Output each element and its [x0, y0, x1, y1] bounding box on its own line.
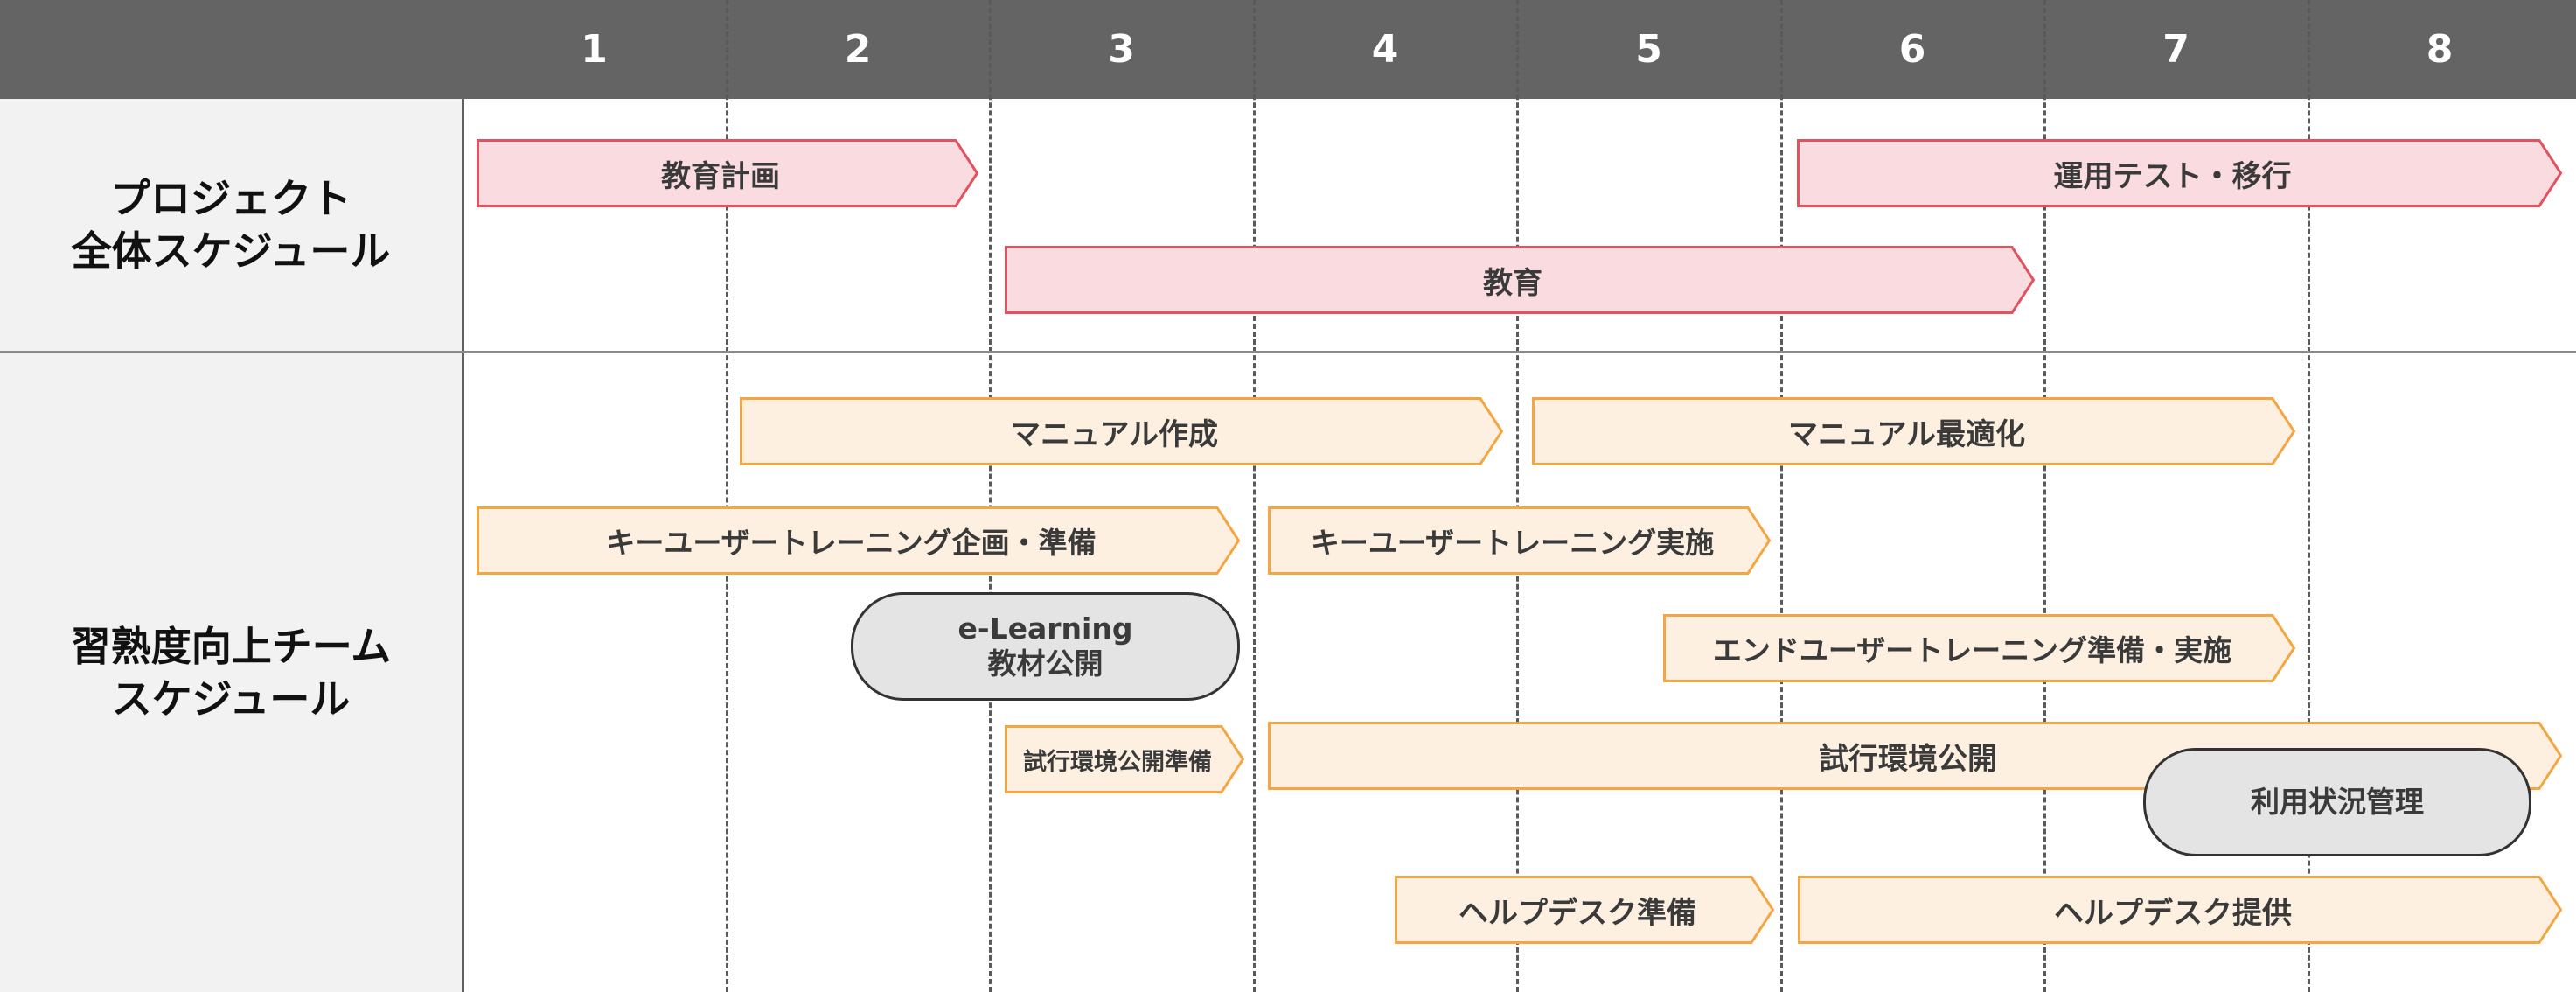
task-bar-arrow: [1268, 506, 1772, 575]
month-label: 7: [2162, 27, 2190, 72]
task-bar-arrow-shape: [477, 506, 1241, 575]
task-bar-arrow-shape: [1005, 246, 2036, 314]
task-bar-label: キーユーザートレーニング実施: [1310, 526, 1715, 560]
month-boundary-line: [1779, 0, 1783, 992]
month-label: 6: [1898, 27, 1926, 72]
task-bar-label: ヘルプデスク準備: [1459, 895, 1696, 931]
task-bar-arrow: [1532, 397, 2296, 465]
task-bar-label: マニュアル最適化: [1788, 416, 2025, 452]
task-bar-arrow: [477, 506, 1241, 575]
month-boundary-line: [2043, 0, 2046, 992]
task-bar: 教育: [1005, 246, 2036, 314]
task-bar: 試行環境公開準備: [1005, 725, 1245, 793]
task-bar-label: マニュアル作成: [1011, 416, 1218, 452]
milestone-badge: 利用状況管理: [2143, 748, 2531, 856]
row-divider: [0, 351, 2576, 353]
task-bar-arrow: [1005, 246, 2036, 314]
task-bar-label: 試行環境公開: [1819, 741, 1997, 777]
task-bar: マニュアル作成: [740, 397, 1504, 465]
task-bar-arrow-shape: [1005, 725, 1245, 793]
month-label: 4: [1371, 27, 1399, 72]
task-bar-arrow: [1395, 876, 1775, 944]
header-corner: [0, 0, 462, 99]
task-bar: ヘルプデスク提供: [1798, 876, 2563, 944]
task-bar-arrow-shape: [1798, 876, 2563, 944]
month-label: 2: [844, 27, 872, 72]
task-bar-arrow-shape: [1268, 506, 1772, 575]
month-boundary-line: [2307, 0, 2310, 992]
month-boundary-line: [989, 0, 992, 992]
row-label-panel: [0, 99, 462, 992]
month-label: 1: [581, 27, 608, 72]
task-bar-arrow: [1798, 876, 2563, 944]
row-label-training-team-schedule: 習熟度向上チーム スケジュール: [70, 623, 392, 723]
task-bar: キーユーザートレーニング企画・準備: [477, 506, 1241, 575]
task-bar-label: ヘルプデスク提供: [2054, 895, 2292, 931]
task-bar-arrow-shape: [1395, 876, 1775, 944]
row-label-project-schedule: プロジェクト 全体スケジュール: [71, 175, 391, 275]
task-bar-label: エンドユーザートレーニング準備・実施: [1712, 633, 2232, 667]
task-bar-label: 試行環境公開準備: [1023, 748, 1212, 776]
month-label: 8: [2426, 27, 2454, 72]
task-bar-arrow: [1005, 725, 1245, 793]
task-bar: エンドユーザートレーニング準備・実施: [1663, 614, 2296, 682]
month-boundary-line: [725, 0, 728, 992]
task-bar-arrow-shape: [1797, 139, 2563, 207]
month-label: 3: [1108, 27, 1135, 72]
task-bar-arrow-shape: [1532, 397, 2296, 465]
task-bar: キーユーザートレーニング実施: [1268, 506, 1772, 575]
task-bar-arrow: [1663, 614, 2296, 682]
timeline-header: [0, 0, 2576, 99]
task-bar-label: 運用テスト・移行: [2053, 158, 2292, 194]
task-bar-arrow-shape: [740, 397, 1504, 465]
task-bar: ヘルプデスク準備: [1395, 876, 1775, 944]
month-boundary-line: [1252, 0, 1256, 992]
task-bar-label: キーユーザートレーニング企画・準備: [606, 526, 1097, 560]
label-column-divider: [462, 99, 464, 992]
milestone-badge: e-Learning 教材公開: [851, 592, 1240, 701]
task-bar-arrow: [740, 397, 1504, 465]
task-bar-arrow: [477, 139, 979, 207]
task-bar-label: 教育: [1483, 265, 1542, 301]
task-bar-arrow-shape: [477, 139, 979, 207]
task-bar-arrow-shape: [1663, 614, 2296, 682]
task-bar: マニュアル最適化: [1532, 397, 2296, 465]
task-bar: 運用テスト・移行: [1797, 139, 2563, 207]
month-boundary-line: [1516, 0, 1519, 992]
task-bar: 教育計画: [477, 139, 979, 207]
month-label: 5: [1635, 27, 1662, 72]
task-bar-label: 教育計画: [661, 158, 780, 194]
task-bar-arrow: [1797, 139, 2563, 207]
